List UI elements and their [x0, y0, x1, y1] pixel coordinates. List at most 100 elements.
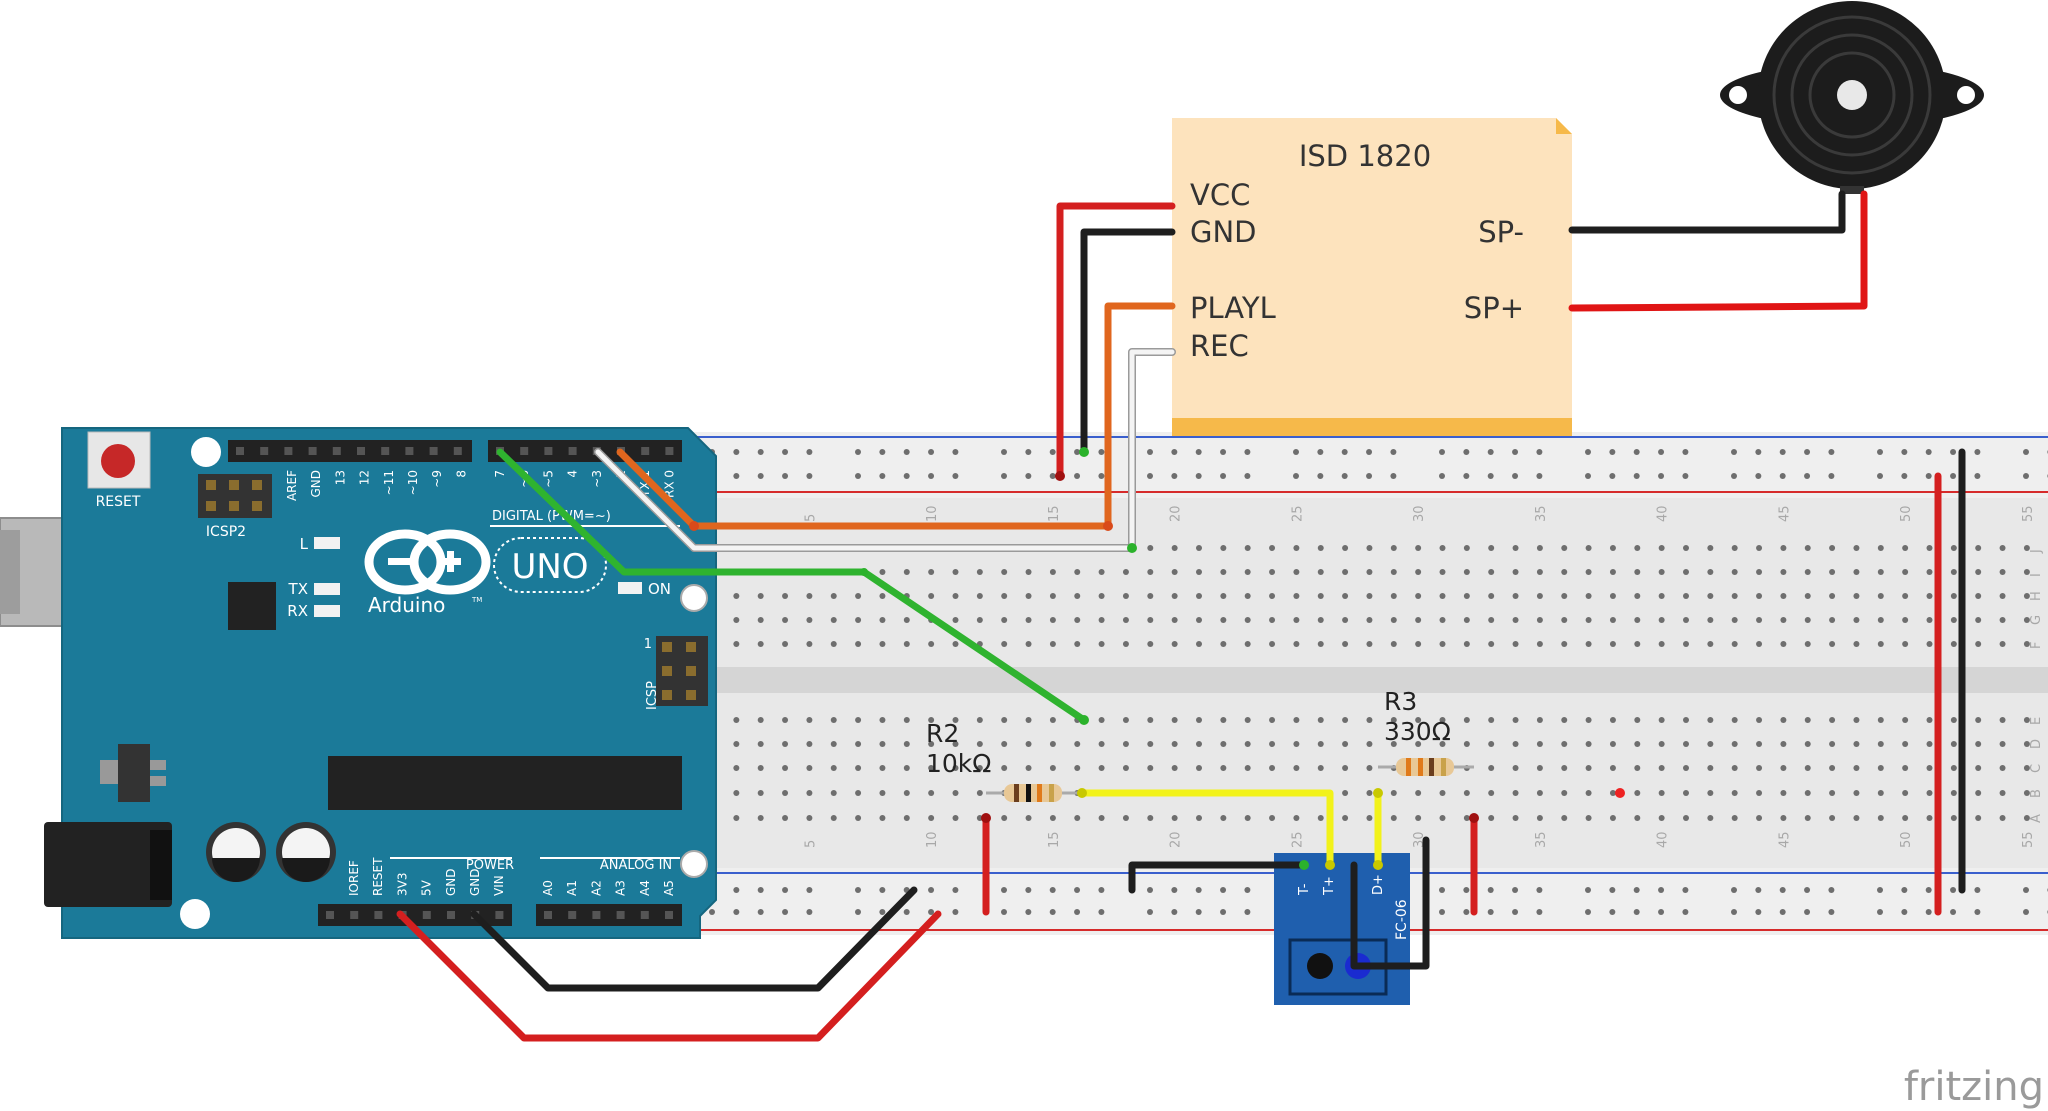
arduino-pcb	[61, 427, 717, 939]
r2-name: R2	[926, 719, 959, 748]
column-number: 25	[1290, 831, 1305, 848]
header-pin-label: RESET	[371, 857, 385, 896]
reset-button-cap[interactable]	[101, 444, 135, 478]
column-number: 30	[1412, 505, 1427, 522]
column-number: 15	[1047, 505, 1062, 522]
header-pin-label: RX 0	[662, 470, 676, 498]
sensor-model-label: FC-06	[1394, 899, 1410, 940]
usb-connector-shade	[0, 530, 20, 614]
voltage-regulator	[118, 744, 150, 802]
header-pin-label: GND	[444, 868, 458, 896]
header-pin-label: GND	[309, 470, 323, 498]
model-label: UNO	[511, 547, 588, 587]
resistor-r3: R3 330Ω	[1378, 687, 1474, 776]
header-pin-label: AREF	[285, 470, 299, 501]
top-left-header	[228, 440, 472, 462]
header-pin-label: 5V	[420, 879, 434, 896]
usb-chip	[228, 582, 276, 630]
sensor-element	[1307, 953, 1333, 979]
row-letter: I	[2029, 573, 2044, 577]
wire-black-gnd-arduino	[470, 886, 918, 992]
top-power-rail	[690, 432, 2048, 498]
column-number: 15	[1047, 831, 1062, 848]
row-letter: H	[2029, 591, 2044, 601]
column-number: 20	[1169, 831, 1184, 848]
header-pin-label: ~10	[406, 470, 420, 495]
mounting-hole	[680, 850, 708, 878]
row-letter: C	[2029, 764, 2044, 773]
module-title: ISD 1820	[1299, 139, 1431, 173]
column-number: 10	[925, 505, 940, 522]
module-body	[1172, 118, 1572, 418]
pin-gnd-label: GND	[1190, 215, 1257, 249]
on-led	[618, 582, 642, 594]
rx-led	[314, 605, 340, 617]
power-jack-front	[150, 830, 172, 900]
digital-header	[488, 440, 682, 462]
sensor-pin-dplus: D+	[1371, 874, 1386, 895]
header-pin-label: ~9	[430, 470, 444, 488]
header-pin-label: 3V3	[395, 873, 409, 896]
column-number: 45	[1777, 505, 1792, 522]
column-number: 40	[1656, 831, 1671, 848]
power-label: POWER	[466, 858, 514, 873]
header-pin-label: ~5	[541, 470, 555, 488]
wire-red-vcc	[1056, 202, 1176, 480]
pin-sp-minus-label: SP-	[1478, 215, 1524, 249]
fc06-sensor-module: T- T+ D+ FC-06	[1274, 853, 1410, 1005]
column-number: 20	[1169, 505, 1184, 522]
header-pin-label: 12	[358, 470, 372, 485]
power-header	[318, 904, 512, 926]
r2-value: 10kΩ	[926, 749, 991, 778]
column-number: 5	[803, 514, 818, 522]
column-number: 5	[803, 840, 818, 848]
header-pin-label: 8	[454, 470, 468, 478]
on-label: ON	[648, 580, 671, 598]
column-number: 40	[1656, 505, 1671, 522]
fritzing-watermark: fritzing	[1904, 1064, 2044, 1110]
speaker-icon	[1720, 1, 1984, 194]
mounting-hole	[191, 437, 221, 467]
wire-black-gnd	[1080, 228, 1176, 456]
header-pin-label: ~3	[590, 470, 604, 488]
tx-led	[314, 583, 340, 595]
header-pin-label: A1	[565, 880, 579, 896]
sensor-board	[1274, 853, 1410, 1005]
row-letter: B	[2029, 789, 2044, 798]
tx-led-label: TX	[288, 580, 308, 598]
header-pin-label: A5	[662, 880, 676, 896]
arduino-logo-icon	[364, 529, 491, 595]
capacitor	[276, 822, 336, 882]
icsp-label: ICSP	[645, 681, 660, 710]
icsp2-label: ICSP2	[206, 524, 246, 540]
mounting-hole	[180, 899, 210, 929]
column-number: 35	[1534, 505, 1549, 522]
header-pin-label: A3	[614, 880, 628, 896]
wire-yellow-tplus	[1078, 789, 1334, 869]
trademark-label: TM	[471, 596, 482, 604]
row-letter: E	[2029, 717, 2044, 725]
r3-value: 330Ω	[1384, 717, 1451, 746]
header-pin-label: 13	[333, 470, 347, 485]
wire-red-5v	[396, 910, 942, 1042]
column-number: 55	[2021, 505, 2036, 522]
header-pin-label: A0	[541, 880, 555, 896]
header-pin-label: 7	[493, 470, 507, 478]
uno-badge	[493, 537, 607, 593]
wire-green	[496, 448, 1088, 724]
brand-label: Arduino	[368, 593, 445, 617]
l-led	[314, 537, 340, 549]
module-pin-strip	[1172, 418, 1572, 436]
power-jack	[44, 822, 172, 907]
column-number: 50	[1899, 505, 1914, 522]
header-pin-label: A4	[638, 880, 652, 896]
pin-sp-plus-label: SP+	[1464, 291, 1524, 325]
header-pin-label: IOREF	[347, 860, 361, 896]
row-letter: D	[2029, 739, 2044, 749]
rx-led-label: RX	[287, 602, 308, 620]
